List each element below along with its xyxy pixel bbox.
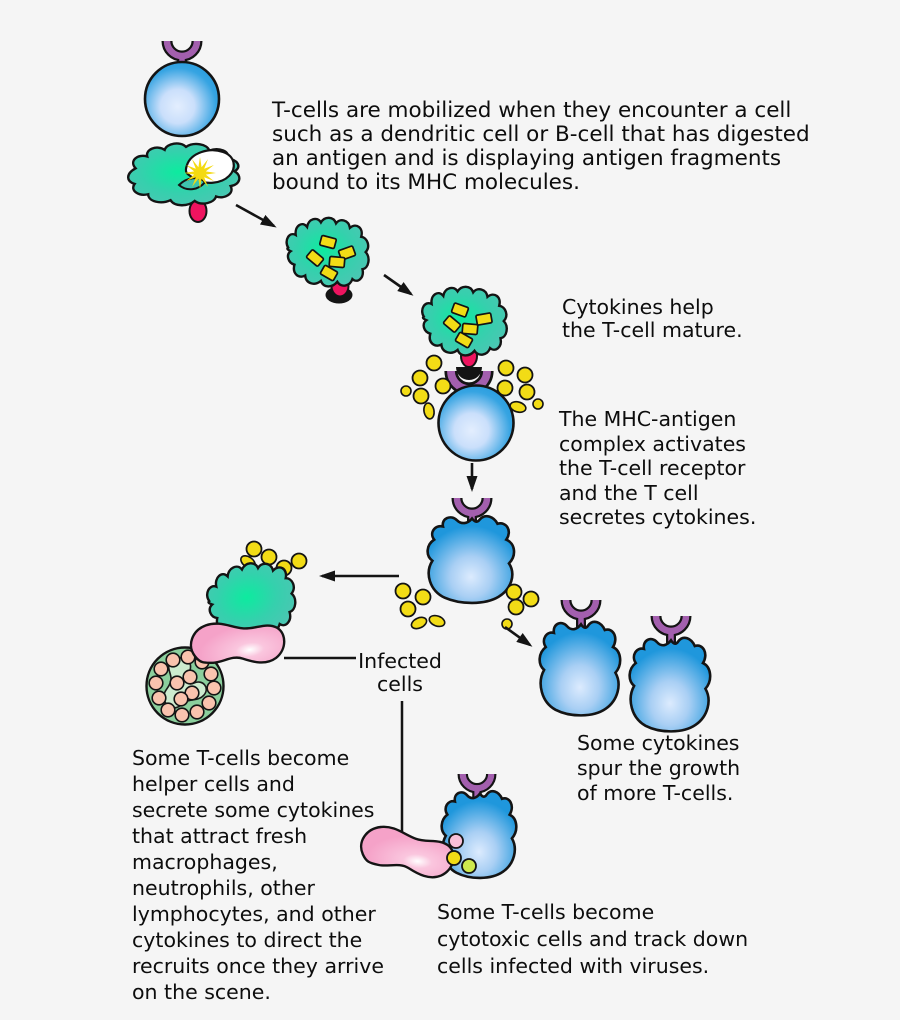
mhc-base <box>456 367 482 380</box>
caption-line: spur the growth <box>577 756 741 780</box>
caption-line: macrophages, <box>132 850 278 874</box>
t-cell-activated <box>426 498 516 605</box>
vesicle-yellow <box>446 850 462 866</box>
caption-line: bound to its MHC molecules. <box>272 170 580 195</box>
granules <box>148 649 222 723</box>
t-cell-icon <box>538 620 622 717</box>
label-infected-cells: Infected cells <box>330 650 470 696</box>
caption-line: the T-cell receptor <box>559 456 746 480</box>
antigen-star-icon <box>184 157 216 189</box>
caption-line: Some T-cells become <box>437 900 655 924</box>
caption-line: cytotoxic cells and track down <box>437 927 749 951</box>
caption-line: helper cells and <box>132 772 295 796</box>
caption-line: that attract fresh <box>132 824 308 848</box>
granulocyte-icon <box>145 646 225 726</box>
caption-line: secrete some cytokines <box>132 798 375 822</box>
vesicle-pink <box>448 833 464 849</box>
antigen-fragment-icon <box>328 255 346 269</box>
t-cell-icon <box>437 384 515 462</box>
arrow-step-2 <box>383 273 414 296</box>
recruited-cell-group <box>145 540 308 726</box>
caption-cytokines-help: Cytokines help the T-cell mature. <box>562 296 743 342</box>
caption-line: complex activates <box>559 431 746 456</box>
caption-line: Infected <box>358 649 442 673</box>
caption-line: neutrophils, other <box>132 876 315 900</box>
caption-line: of more T-cells. <box>577 781 734 805</box>
caption-cytotoxic-cells: Some T-cells become cytotoxic cells and … <box>437 899 748 980</box>
caption-line: Some T-cells become <box>132 746 350 770</box>
caption-line: lymphocytes, and other <box>132 902 376 926</box>
dendritic-cell-docked <box>421 285 515 462</box>
caption-line: the T-cell mature. <box>562 318 743 342</box>
caption-line: secretes cytokines. <box>559 505 757 529</box>
vesicle-green <box>461 858 477 874</box>
antigen-fragment-icon <box>461 322 479 336</box>
caption-mhc-activation: The MHC-antigen complex activates the T-… <box>559 407 756 530</box>
caption-line: T-cells are mobilized when they encounte… <box>272 98 792 123</box>
caption-intro: T-cells are mobilized when they encounte… <box>272 99 810 195</box>
arrow-to-new-tcells <box>504 625 533 647</box>
cytotoxic-attack-group <box>357 774 518 881</box>
caption-line: cells infected with viruses. <box>437 954 710 978</box>
t-cell-icon <box>628 636 712 733</box>
caption-line: such as a dendritic cell or B-cell that … <box>272 122 810 147</box>
caption-line: on the scene. <box>132 980 271 1004</box>
caption-line: Some cytokines <box>577 731 740 755</box>
caption-line: cytokines to direct the <box>132 928 363 952</box>
dendritic-cell-digesting <box>127 142 241 223</box>
t-cell-proliferating-2 <box>628 616 712 733</box>
caption-cytokine-growth: Some cytokines spur the growth of more T… <box>577 731 740 806</box>
caption-helper-cells: Some T-cells become helper cells and sec… <box>132 745 384 1005</box>
caption-line: an antigen and is displaying antigen fra… <box>272 146 782 171</box>
caption-line: recruits once they arrive <box>132 954 384 978</box>
antigen-fragment-icon <box>474 311 494 327</box>
t-cell-icon <box>426 515 516 605</box>
t-cell-icon <box>143 60 221 138</box>
caption-line: The MHC-antigen <box>559 407 737 431</box>
t-cell-naive <box>143 41 221 138</box>
dendritic-cell-presenting <box>285 216 370 304</box>
caption-line: and the T cell <box>559 480 699 505</box>
caption-line: Cytokines help <box>562 295 714 319</box>
t-cell-proliferating-1 <box>538 600 622 717</box>
arrow-step-1 <box>235 203 277 228</box>
caption-line: cells <box>377 672 423 696</box>
